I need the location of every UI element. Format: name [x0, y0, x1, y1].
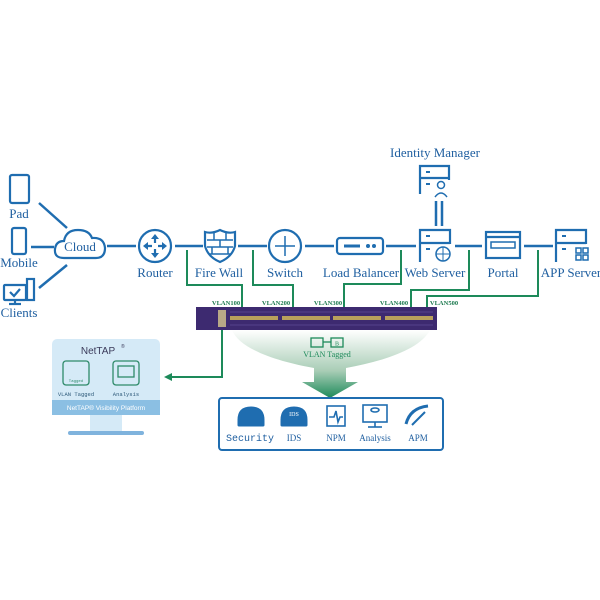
vlan300-link — [343, 250, 402, 308]
label-cloud: Cloud — [64, 239, 96, 254]
nettap-monitor — [52, 339, 160, 435]
tool-ids: IDS — [287, 433, 302, 443]
vlan200-label: VLAN200 — [262, 300, 290, 307]
arrow-left-icon — [164, 373, 172, 381]
label-clients: Clients — [1, 305, 38, 320]
tablet-icon — [8, 173, 31, 205]
label-load-balancer: Load Balancer — [323, 265, 400, 280]
label-firewall: Fire Wall — [195, 265, 244, 280]
vlan-tagged-badge: B — [335, 342, 339, 348]
nettap-item1-sub: Tagged — [69, 379, 84, 384]
vlan100-link — [186, 250, 243, 308]
desktop-icon — [2, 277, 36, 306]
label-web-server: Web Server — [405, 265, 466, 280]
label-app-server: APP Server — [541, 265, 600, 280]
vlan500-link — [426, 250, 539, 308]
label-router: Router — [137, 265, 173, 280]
tool-apm: APM — [408, 433, 428, 443]
vlan300-label: VLAN300 — [314, 300, 342, 307]
identity-manager-icon — [418, 164, 451, 198]
vlan100-label: VLAN100 — [212, 300, 240, 307]
nettap-title: NetTAP — [81, 346, 116, 357]
nettap-platform: NetTAP® Visibility Platform — [67, 404, 145, 412]
nettap-item1: VLAN Tagged — [58, 391, 94, 398]
ids-badge: IDS — [289, 412, 299, 418]
nettap-item2: Analysis — [113, 391, 139, 398]
mobile-icon — [10, 226, 28, 256]
vlan500-label: VLAN500 — [430, 300, 458, 307]
router-icon — [137, 228, 173, 264]
label-portal: Portal — [487, 265, 518, 280]
funnel-arrow — [232, 330, 430, 398]
load-balancer-icon — [335, 236, 385, 256]
blue-links — [31, 201, 553, 289]
analysis-mini-icon — [112, 360, 140, 386]
vlan-tagged-icon — [310, 337, 344, 348]
npm-icon — [326, 405, 346, 427]
firewall-icon — [203, 228, 237, 264]
nettap-device — [196, 307, 437, 330]
web-server-icon — [418, 228, 452, 262]
switch-icon — [267, 228, 303, 264]
label-switch: Switch — [267, 265, 304, 280]
mirror-link — [168, 330, 223, 378]
security-appliance-icon — [237, 406, 265, 427]
app-server-icon — [554, 228, 589, 262]
analysis-icon — [362, 404, 388, 428]
label-identity-manager: Identity Manager — [390, 145, 481, 160]
link-pad-cloud — [38, 202, 68, 229]
vlan400-label: VLAN400 — [380, 300, 408, 307]
portal-icon — [484, 230, 522, 260]
vlan-links — [168, 250, 539, 378]
label-pad: Pad — [9, 206, 29, 221]
nettap-reg: ® — [121, 343, 125, 350]
label-mobile: Mobile — [0, 255, 38, 270]
vlan-tagged-label: VLAN Tagged — [303, 350, 351, 359]
link-clients-cloud — [38, 264, 68, 289]
tool-security: Security — [226, 433, 274, 445]
ids-appliance-icon — [280, 406, 308, 427]
apm-gauge-icon — [404, 404, 429, 426]
tool-npm: NPM — [326, 433, 346, 443]
tool-analysis: Analysis — [359, 433, 391, 443]
vlan-tagged-mini-icon — [62, 360, 90, 386]
cloud-icon — [53, 228, 107, 260]
vlan200-link — [252, 250, 294, 308]
vlan400-link — [410, 250, 470, 308]
